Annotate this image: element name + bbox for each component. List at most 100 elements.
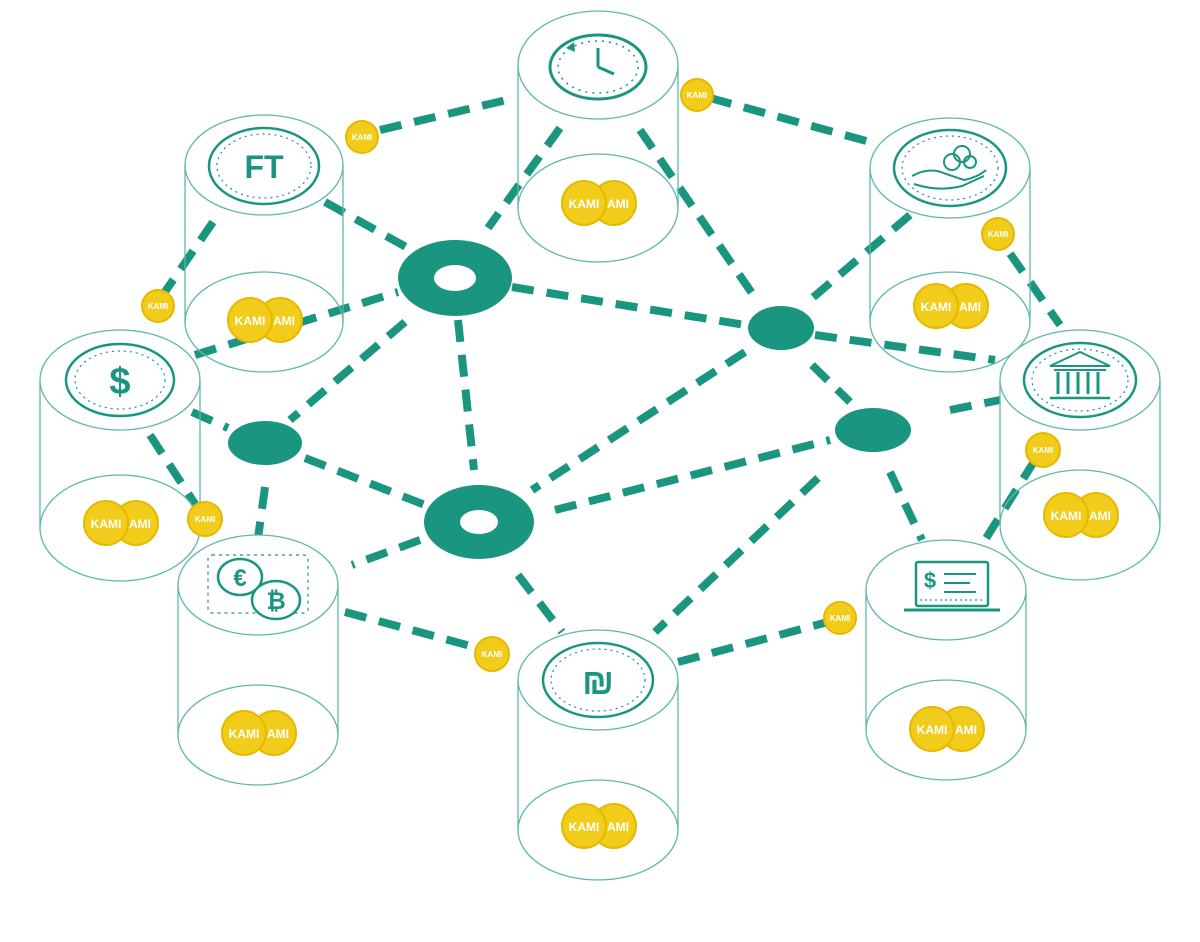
link: [636, 127, 762, 305]
ring-node: [424, 485, 534, 559]
link: [807, 211, 913, 304]
dollar-label: $: [109, 361, 130, 403]
clock-icon: [548, 33, 648, 101]
network-links: [146, 94, 1064, 666]
kami-coin-label: AMI: [1089, 509, 1111, 523]
kami-coin-label: AMI: [955, 723, 977, 737]
dot-node: [228, 421, 302, 465]
euro-symbol: €: [233, 565, 246, 592]
shekel-label: ₪: [582, 661, 614, 702]
invoice-dollar-symbol: $: [924, 568, 936, 593]
kami-coin-label: KAMI: [921, 300, 952, 314]
link: [343, 608, 480, 652]
link: [484, 125, 564, 231]
kami-coin: [1043, 492, 1089, 538]
kami-coin: [561, 803, 607, 849]
kami-coin-label: AMI: [129, 517, 151, 531]
kami-coin: [909, 706, 955, 752]
kami-coin-label: KAMI: [917, 723, 948, 737]
kami-coin-label: KAMI: [229, 727, 260, 741]
kami-coin-label: AMI: [607, 197, 629, 211]
kami-coin-label: KAMI: [988, 230, 1008, 239]
kami-coin-label: KAMI: [1051, 509, 1082, 523]
single-coins: KAMI KAMI KAMI KAMI KAMI KAMI KAMI KAMI: [141, 78, 1061, 672]
link: [708, 94, 872, 146]
hand-coins-icon: [892, 128, 1008, 208]
kami-coin-pair: AMI KAMI: [83, 500, 159, 546]
link: [886, 470, 926, 542]
kami-coin: [227, 297, 273, 343]
euro-bitcoin-icon: € ₿: [207, 554, 309, 621]
ring-node: [398, 240, 512, 316]
kami-coin: KAMI: [680, 78, 714, 112]
network-nodes: [228, 240, 911, 559]
kami-coin-pair: AMI KAMI: [1043, 492, 1119, 538]
kami-coin-pair: AMI KAMI: [221, 710, 297, 756]
link: [676, 618, 830, 666]
kami-coin-label: KAMI: [1033, 446, 1053, 455]
cylinder-bank: [999, 329, 1161, 581]
kami-coin-label: KAMI: [235, 314, 266, 328]
kami-coin: KAMI: [1025, 432, 1061, 468]
cylinder-icons: FT $: [64, 33, 1138, 719]
kami-coin: KAMI: [823, 601, 857, 635]
kami-coin-label: KAMI: [569, 197, 600, 211]
link: [454, 319, 478, 471]
kami-coin: [913, 283, 959, 329]
link: [809, 362, 853, 405]
kami-coin-label: AMI: [607, 820, 629, 834]
link: [287, 318, 408, 424]
link: [379, 94, 516, 134]
cylinder-invoice: [865, 539, 1027, 781]
link: [514, 572, 566, 635]
bank-icon: [1022, 341, 1138, 419]
link: [350, 536, 422, 569]
kami-coin: [561, 180, 607, 226]
kami-coin: KAMI: [141, 289, 175, 323]
link: [949, 396, 1001, 414]
link: [323, 198, 417, 256]
kami-coin: [221, 710, 267, 756]
kami-coin-pair: AMI KAMI: [561, 803, 637, 849]
kami-coin-pair: AMI KAMI: [909, 706, 985, 752]
link: [814, 331, 996, 364]
kami-coin-label: KAMI: [195, 515, 215, 524]
kami-coin-pair: AMI KAMI: [913, 283, 989, 329]
kami-coin-pair: AMI KAMI: [227, 297, 303, 343]
kami-coin-label: AMI: [273, 314, 295, 328]
shekel-icon: ₪: [541, 641, 655, 719]
kami-coin: KAMI: [345, 120, 379, 154]
link: [146, 432, 201, 510]
kami-coin-label: KAMI: [352, 133, 372, 142]
kami-coin-label: KAMI: [148, 302, 168, 311]
kami-coin-label: KAMI: [830, 614, 850, 623]
link: [554, 436, 831, 514]
kami-coin-pair: AMI KAMI: [561, 180, 637, 226]
link: [529, 348, 748, 494]
kami-coin-label: AMI: [959, 300, 981, 314]
kami-coin-label: AMI: [267, 727, 289, 741]
dot-node: [835, 408, 911, 452]
kami-coin-label: KAMI: [569, 820, 600, 834]
link: [190, 408, 230, 432]
dollar-icon: $: [64, 342, 176, 418]
kami-coin: KAMI: [187, 501, 223, 537]
cylinder-hand-coins: [869, 117, 1031, 373]
kami-coin-label: KAMI: [687, 91, 707, 100]
kami-coin: KAMI: [981, 217, 1015, 251]
link: [254, 486, 269, 539]
kami-coin-label: KAMI: [482, 650, 502, 659]
dot-node: [748, 306, 814, 350]
link: [511, 283, 746, 329]
ft-token-icon: FT: [207, 126, 321, 206]
bitcoin-symbol: ₿: [266, 588, 286, 615]
kami-coin: [83, 500, 129, 546]
link: [303, 454, 427, 509]
link: [652, 475, 821, 635]
kami-coin: KAMI: [474, 636, 510, 672]
invoice-icon: $: [904, 560, 1000, 612]
ft-label: FT: [244, 149, 284, 185]
kami-coin-label: KAMI: [91, 517, 122, 531]
coin-pairs: AMI KAMI AMI KAMI AMI KAMI AMI KAMI AMI KAMI AMI KA…: [83, 180, 1119, 849]
